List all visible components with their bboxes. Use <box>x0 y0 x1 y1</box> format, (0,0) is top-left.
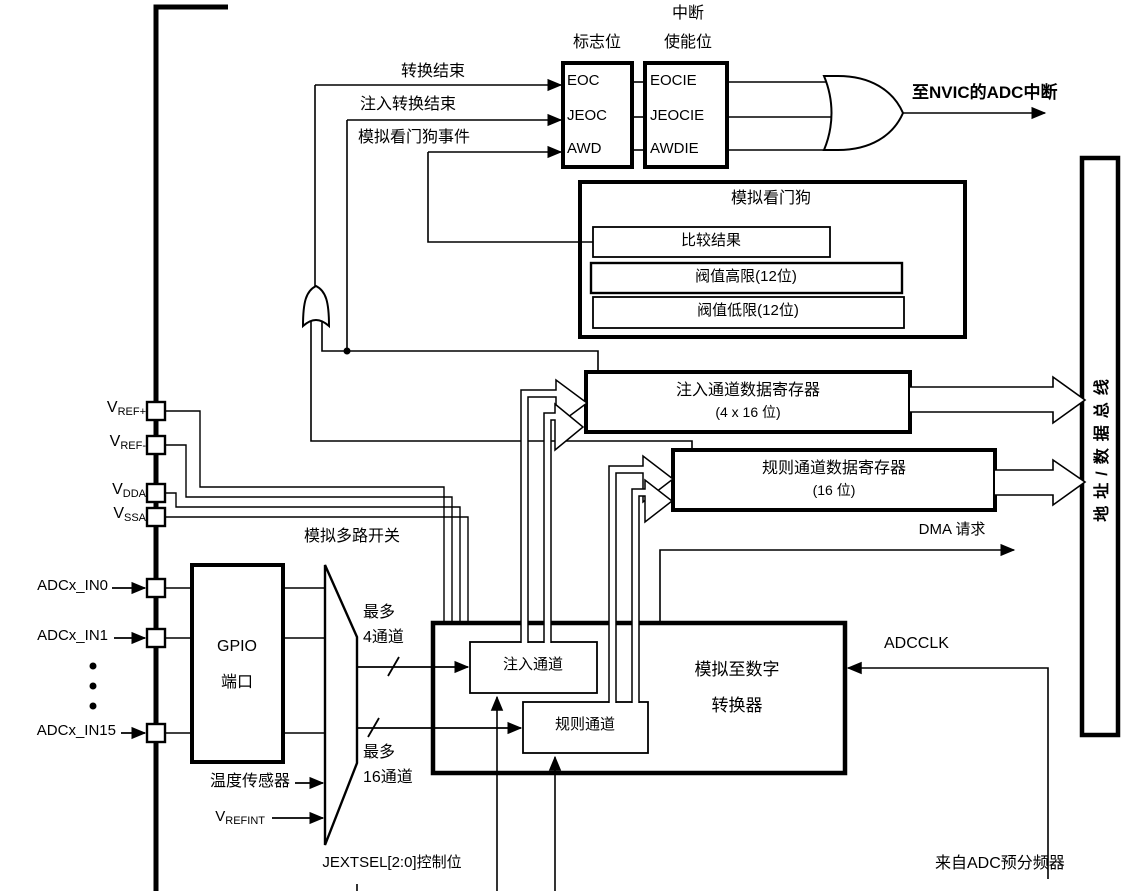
status-signal-lines <box>310 78 693 448</box>
or-gate-interrupt <box>822 75 905 151</box>
bit-jeocie: JEOCIE <box>650 107 705 124</box>
pin-vssa-main: V <box>113 505 124 522</box>
pin-vssa: VSSA <box>58 505 146 524</box>
gpio-box <box>190 563 285 764</box>
enable-to-or-lines <box>727 81 836 151</box>
adcclk-line <box>846 661 1049 879</box>
label-adc-2: 转换器 <box>711 696 763 715</box>
label-nvic-interrupt: 至NVIC的ADC中断 <box>912 83 1058 102</box>
mux-output-lines <box>357 656 523 738</box>
supply-lines <box>165 410 469 623</box>
label-jextsel: JEXTSEL[2:0]控制位 <box>322 854 462 871</box>
bit-awdie: AWDIE <box>650 140 699 157</box>
pin-adcx-in1: ADCx_IN1 <box>37 627 108 644</box>
internal-source-arrows <box>272 776 325 825</box>
threshold-high-box <box>589 261 904 295</box>
label-watchdog-title: 模拟看门狗 <box>730 190 812 207</box>
label-threshold-high: 阀值高限(12位) <box>695 268 797 285</box>
regular-out-bus-arrow <box>995 458 1087 507</box>
ellipsis-dots <box>89 662 97 710</box>
pin-vref-plus-sub: REF+ <box>117 406 146 418</box>
flag-awd: AWD <box>567 140 602 157</box>
label-injected-conversion-end: 注入转换结束 <box>359 96 457 113</box>
label-conversion-end: 转换结束 <box>400 63 466 80</box>
analog-mux-shape <box>323 564 359 846</box>
compare-result-box <box>592 226 831 258</box>
label-vrefint-main: V <box>215 808 226 825</box>
label-threshold-low: 阀值低限(12位) <box>697 302 799 319</box>
regular-channels-box <box>522 701 649 754</box>
label-address-data-bus: 地址/数据总线 <box>1094 372 1111 522</box>
label-max4-1: 最多 <box>363 604 396 621</box>
label-vrefint-sub: REFINT <box>225 815 265 827</box>
injected-bus-2 <box>543 402 585 643</box>
bit-eocie: EOCIE <box>650 72 697 89</box>
gpio-channel-lines <box>165 587 325 734</box>
label-adc-1: 模拟至数字 <box>694 660 780 679</box>
flag-eoc: EOC <box>567 72 600 89</box>
injected-channels-box <box>469 641 598 694</box>
flag-to-enable-links <box>632 81 645 151</box>
label-adcclk: ADCCLK <box>884 635 949 652</box>
pin-vref-minus-main: V <box>109 433 121 450</box>
pin-vdda-main: V <box>112 481 123 498</box>
flag-jeoc: JEOC <box>567 107 608 124</box>
label-regular-register: 规则通道数据寄存器 <box>761 460 907 477</box>
label-enable-bits: 使能位 <box>663 34 713 51</box>
dma-request-line <box>659 543 1016 623</box>
label-analog-mux: 模拟多路开关 <box>303 528 401 545</box>
injected-register-box <box>584 370 912 434</box>
enable-bits-box <box>643 61 729 169</box>
pin-adcx-in15: ADCx_IN15 <box>36 722 116 739</box>
pin-vref-plus-main: V <box>106 399 118 416</box>
pin-vref-minus: VREF- <box>58 433 146 452</box>
or-gate-small <box>301 284 331 329</box>
regular-register-box <box>671 448 997 512</box>
label-compare-result: 比较结果 <box>680 232 742 249</box>
flag-bits-box <box>561 61 634 169</box>
trigger-lines <box>356 695 562 891</box>
label-injected-register: 注入通道数据寄存器 <box>675 382 821 399</box>
threshold-low-box <box>592 296 905 329</box>
label-flag-bits: 标志位 <box>572 34 622 51</box>
label-gpio-port: 端口 <box>220 674 254 691</box>
watchdog-box <box>578 180 967 339</box>
label-temp-sensor: 温度传感器 <box>209 773 290 790</box>
injected-out-bus-arrow <box>910 375 1087 425</box>
label-max16-1: 最多 <box>363 744 396 761</box>
label-regular-register-size: (16 位) <box>812 482 856 498</box>
address-data-bus-box <box>1079 155 1121 738</box>
label-awd-event: 模拟看门狗事件 <box>357 129 471 146</box>
channel-data-buses <box>520 378 675 703</box>
label-interrupt: 中断 <box>671 5 705 22</box>
pin-vdda: VDDA <box>58 481 146 500</box>
label-regular-channels: 规则通道 <box>554 716 616 733</box>
label-injected-register-size: (4 x 16 位) <box>715 404 781 420</box>
label-vrefint: VREFINT <box>150 808 265 827</box>
label-dma-request: DMA 请求 <box>918 521 986 538</box>
pin-pads <box>145 400 167 744</box>
label-gpio: GPIO <box>216 638 258 655</box>
label-max16-2: 16通道 <box>363 769 413 786</box>
injected-bus-1 <box>520 378 589 643</box>
regular-bus-1 <box>608 454 675 703</box>
label-max4-2: 4通道 <box>363 629 404 646</box>
regular-bus-2 <box>631 478 674 703</box>
pin-vssa-sub: SSA <box>123 512 146 524</box>
adc-input-arrows <box>112 581 147 740</box>
pin-vref-minus-sub: REF- <box>120 440 146 452</box>
label-from-prescaler: 来自ADC预分频器 <box>935 855 1065 872</box>
label-injected-channels: 注入通道 <box>502 656 564 673</box>
pin-adcx-in0: ADCx_IN0 <box>37 577 108 594</box>
pin-vref-plus: VREF+ <box>58 399 146 418</box>
pin-vdda-sub: DDA <box>122 488 146 500</box>
